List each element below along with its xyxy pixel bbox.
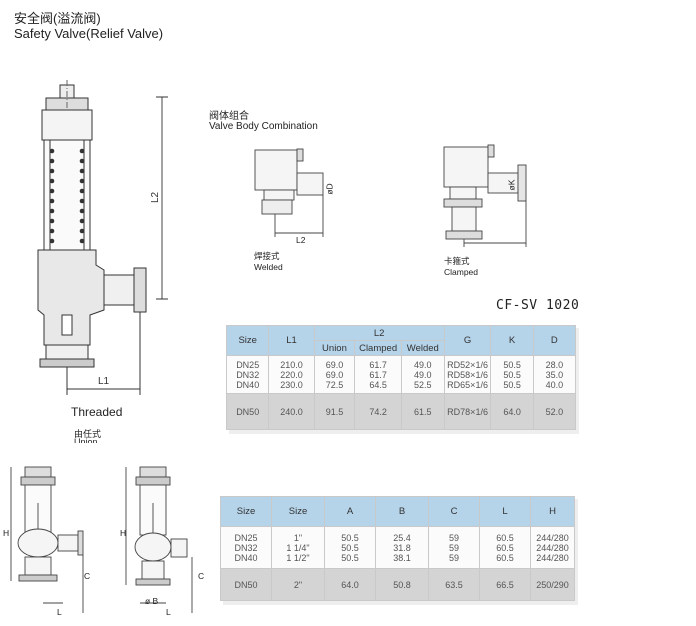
combination-title-cn: 阀体组合 [209, 111, 249, 122]
t1-dn50-union: 91.5 [313, 393, 356, 430]
table-row: DN25 DN32 DN40 210.0 220.0 230.0 69.0 69… [225, 355, 577, 394]
title-english: Safety Valve(Relief Valve) [14, 26, 164, 41]
t1-header-welded: Welded [400, 340, 445, 356]
t1-cell-size: DN25 DN32 DN40 [225, 355, 270, 394]
clamped-caption-en: Clamped [444, 267, 479, 277]
t1-header-union: Union [313, 340, 356, 356]
t2-dn50-a: 64.0 [324, 568, 376, 601]
t1-cell-k: 50.5 50.5 50.5 [490, 355, 534, 394]
table-row: DN25 DN32 DN40 1" 1 1/4" 1 1/2" 50.5 50.… [220, 526, 575, 569]
t1-cell-clamped: 61.7 61.7 64.5 [354, 355, 402, 394]
dim-h-small-1: H [3, 528, 10, 538]
union-caption-en: Union [74, 438, 98, 443]
dim-l2-main: L2 [150, 191, 161, 203]
model-number: CF-SV 1020 [496, 298, 580, 313]
t2-header-a: A [324, 496, 376, 527]
t2-cell-l: 60.5 60.5 60.5 [479, 526, 531, 569]
union-caption-cn: 由任式 [74, 429, 102, 439]
clamped-body-drawing [443, 144, 527, 247]
dim-c-small-1: C [84, 571, 91, 581]
dim-k-clamped: øK [506, 179, 517, 191]
dim-c-small-2: C [198, 571, 205, 581]
t1-dn50-welded: 61.5 [400, 393, 445, 430]
small-valve-drawing-front [10, 466, 84, 613]
t1-dn50-k: 64.0 [490, 393, 534, 430]
t1-cell-g: RD52×1/6 RD58×1/6 RD65×1/6 [443, 355, 492, 394]
t2-header-l: L [479, 496, 531, 527]
dim-l-small-1: L [57, 607, 62, 617]
welded-caption-cn: 焊接式 [254, 251, 280, 261]
t1-cell-d: 28.0 35.0 40.0 [532, 355, 577, 394]
t1-header-k: K [490, 325, 534, 356]
t2-dn50-size: DN50 [220, 568, 272, 601]
t1-header-g: G [443, 325, 492, 356]
t2-dn50-h: 250/290 [530, 568, 575, 601]
table-row: DN50 240.0 91.5 74.2 61.5 RD78×1/6 64.0 … [225, 393, 577, 430]
combination-title-en: Valve Body Combination [209, 121, 318, 132]
table-row: DN50 2" 64.0 50.8 63.5 66.5 250/290 [220, 568, 575, 601]
dimension-table-2: Size Size A B C L H DN25 DN32 DN40 1" 1 … [220, 496, 575, 601]
dim-d-welded: øD [324, 183, 335, 195]
clamped-caption-cn: 卡箍式 [444, 256, 470, 266]
t2-cell-size: DN25 DN32 DN40 [220, 526, 272, 569]
dim-phib-small-2: ø B [145, 596, 159, 606]
t2-cell-size2: 1" 1 1/4" 1 1/2" [271, 526, 325, 569]
t1-cell-l1: 210.0 220.0 230.0 [268, 355, 315, 394]
t1-header-size: Size [225, 325, 270, 356]
t2-header-c: C [428, 496, 480, 527]
t2-dn50-c: 63.5 [428, 568, 480, 601]
threaded-caption: Threaded [71, 405, 123, 419]
t2-header-size2: Size [271, 496, 325, 527]
t1-header-l2: L2 [313, 325, 445, 341]
t2-dn50-l: 66.5 [479, 568, 531, 601]
t2-dn50-size2: 2" [271, 568, 325, 601]
dim-l-small-2: L [166, 607, 171, 617]
t2-header-h: H [530, 496, 575, 527]
small-valve-drawing-side [125, 466, 193, 613]
t2-cell-h: 244/280 244/280 244/280 [530, 526, 575, 569]
t1-header-l1: L1 [268, 325, 315, 356]
dim-l2-welded: L2 [296, 235, 306, 245]
t2-cell-b: 25.4 31.8 38.1 [375, 526, 429, 569]
main-valve-drawing: L2 L1 [37, 80, 168, 395]
t2-dn50-b: 50.8 [375, 568, 429, 601]
t2-cell-a: 50.5 50.5 50.5 [324, 526, 376, 569]
welded-body-drawing [254, 148, 324, 237]
title-chinese: 安全阀(溢流阀) [14, 11, 101, 26]
t1-header-d: D [532, 325, 577, 356]
t1-dn50-g: RD78×1/6 [443, 393, 492, 430]
t2-header-size: Size [220, 496, 272, 527]
t1-dn50-d: 52.0 [532, 393, 577, 430]
dim-h-small-2: H [120, 528, 127, 538]
welded-caption-en: Welded [254, 262, 283, 272]
t1-cell-union: 69.0 69.0 72.5 [313, 355, 356, 394]
t2-cell-c: 59 59 59 [428, 526, 480, 569]
t1-dn50-clamped: 74.2 [354, 393, 402, 430]
t1-dn50-size: DN50 [225, 393, 270, 430]
t1-dn50-l1: 240.0 [268, 393, 315, 430]
t1-cell-welded: 49.0 49.0 52.5 [400, 355, 445, 394]
t1-header-clamped: Clamped [354, 340, 402, 356]
dim-l1-main: L1 [98, 376, 110, 387]
t2-header-b: B [375, 496, 429, 527]
dimension-table-1: Size L1 L2 G K D Union Clamped Welded DN… [225, 325, 577, 430]
